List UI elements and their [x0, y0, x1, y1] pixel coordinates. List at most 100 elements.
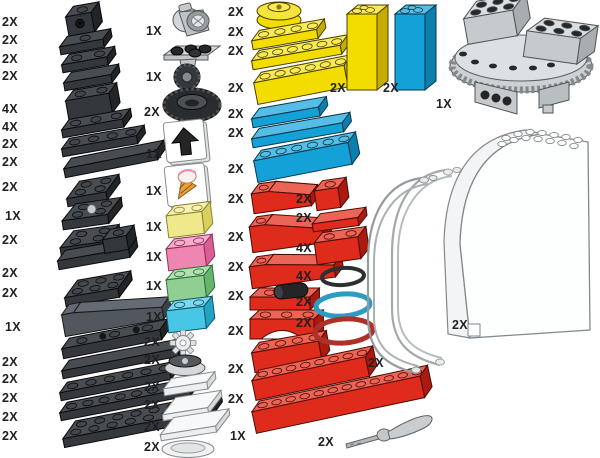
plate-1x2-black [60, 45, 117, 74]
qty-label-pulley-wheel: 2X [144, 353, 160, 367]
curved-panel-white [443, 128, 591, 339]
qty-label-tile-2x2-clear: 2X [144, 398, 160, 412]
qty-label-brick-1x2-trans-green: 1X [146, 279, 162, 293]
tile-1x2-black [62, 62, 121, 92]
brick-1x12-red [250, 364, 433, 434]
brick-tall-yellow [345, 3, 390, 92]
qty-label-plate-1x2-jumper-black: 2X [2, 33, 18, 47]
turntable-assembly-gray [448, 0, 600, 115]
brick-1x2-trans-pink [164, 232, 216, 272]
propeller-gray [345, 415, 433, 449]
brick-1x4-red [250, 329, 331, 374]
qty-label-tile-2x2-clear-large: 2X [144, 420, 160, 434]
qty-label-brick-1x12-red: 1X [230, 429, 246, 443]
qty-label-plate-2x2-corner-black-b: 2X [2, 233, 18, 247]
brick-1x2-red [313, 225, 370, 266]
plate-1x3-black [60, 107, 133, 139]
plate-1x6-yellow [250, 33, 351, 71]
plate-1x2-jumper-black [58, 27, 113, 56]
pulley-wheel [164, 354, 206, 376]
spotlight-lamp-gray [172, 2, 210, 37]
plate-1x4-black [60, 123, 147, 158]
qty-label-plate-1x6-yellow: 2X [228, 44, 244, 58]
curved-rail-arch-clear [366, 166, 462, 375]
qty-label-brick-1x2-black: 4X [2, 102, 18, 116]
dish-round-clear [161, 440, 215, 458]
brick-1x2-trans-yellow [164, 200, 214, 239]
qty-label-knob-wheel-gear-clear: 2X [144, 335, 160, 349]
tire-black [162, 87, 222, 123]
qty-label-brick-1x2-trans-pink: 1X [146, 250, 162, 264]
qty-label-mudguard-roller-red: 2X [228, 289, 244, 303]
plate-2x2-corner-black [65, 173, 121, 208]
qty-label-brick-tall-blue: 2X [383, 81, 399, 95]
qty-label-tile-1x6-black: 2X [2, 155, 18, 169]
brick-1x2-trans-blue [164, 294, 216, 334]
brick-1x6-blue [252, 130, 361, 184]
slope-wedge-dark-gray [60, 295, 172, 338]
qty-label-dish-round-clear: 2X [144, 440, 160, 454]
qty-label-brick-1x8-red: 2X [228, 392, 244, 406]
rubber-band-large-red [312, 316, 376, 346]
qty-label-propeller-gray: 2X [318, 435, 334, 449]
qty-label-brick-1x2-red: 4X [296, 241, 312, 255]
qty-label-plate-2x3-black: 2X [2, 286, 18, 300]
tile-decorated-arrow [162, 118, 211, 166]
mudguard-roller-red [248, 282, 321, 312]
qty-label-brick-1x2-trans-yellow: 1X [146, 220, 162, 234]
qty-label-plate-1x6-holes-black: 2X [2, 355, 18, 369]
brick-1x1-headlight-black [64, 0, 103, 38]
tile-1x6-blue [250, 111, 353, 149]
qty-label-plate-1x3-black: 4X [2, 120, 18, 134]
caster-wheel-assembly [162, 44, 222, 91]
tile-2x2-clear-large [159, 407, 231, 442]
qty-label-slope-wedge-dark-gray: 1X [5, 320, 21, 334]
qty-label-bracket-plate-black: 2X [2, 266, 18, 280]
qty-label-plate-2x2-pin-black: 1X [5, 209, 21, 223]
tile-1x6-black [62, 139, 166, 179]
qty-label-plate-1x4-black: 2X [2, 137, 18, 151]
brick-1x1-red [313, 176, 350, 212]
qty-label-spotlight-lamp-gray: 1X [146, 24, 162, 38]
qty-label-tile-1x2-clear: 2X [144, 380, 160, 394]
tile-1x2-clear [162, 370, 217, 397]
qty-label-tile-1x2-black: 2X [2, 69, 18, 83]
qty-label-tile-1x8-black: 2X [2, 372, 18, 386]
brick-1x2-trans-green [164, 263, 216, 303]
qty-label-plate-1x2-red: 2X [296, 211, 312, 225]
qty-label-plate-1x4-yellow: 2X [228, 25, 244, 39]
rubber-band-small-black [320, 265, 366, 288]
qty-label-slope-2x4-red: 2X [228, 260, 244, 274]
qty-label-slope-2x3-red: 2X [228, 230, 244, 244]
qty-label-tile-decorated-arrow: 1X [146, 147, 162, 161]
qty-label-slope-2x2-red: 2X [228, 192, 244, 206]
plate-1x2-red [311, 206, 368, 233]
qty-label-tile-1x4-blue: 2X [228, 107, 244, 121]
qty-label-brick-tall-yellow: 2X [330, 81, 346, 95]
qty-label-tire-black: 2X [144, 105, 160, 119]
qty-label-curved-panel-white: 2X [452, 318, 468, 332]
qty-label-arch-brick-red: 2X [228, 324, 244, 338]
qty-label-rubber-band-medium-blue: 2X [296, 295, 312, 309]
qty-label-brick-1x2-trans-blue: 1X [146, 310, 162, 324]
qty-label-plate-1x6-black: 2X [2, 391, 18, 405]
qty-label-brick-1x1-red: 2X [296, 192, 312, 206]
qty-label-curved-rail-arch-clear: 2X [368, 356, 384, 370]
rubber-band-medium-blue [313, 291, 373, 319]
knob-wheel-gear-clear [169, 329, 197, 357]
bracket-plate-black [56, 223, 139, 271]
plate-1x4-yellow [250, 17, 327, 51]
brick-1x8-red [250, 344, 378, 401]
plate-1x6-holes-black [60, 317, 170, 360]
qty-label-brick-1x1-headlight-black: 2X [2, 15, 18, 29]
qty-label-plate-1x2-black: 2X [2, 52, 18, 66]
qty-label-plate-2x8-black: 2X [2, 429, 18, 443]
qty-label-brick-1x6-yellow: 2X [228, 81, 244, 95]
qty-label-pulley-round-yellow: 2X [228, 5, 244, 19]
qty-label-plate-2x2-corner-black: 2X [2, 180, 18, 194]
qty-label-rubber-band-large-red: 2X [296, 316, 312, 330]
qty-label-rubber-band-small-black: 4X [296, 269, 312, 283]
qty-label-plate-1x8-black: 2X [2, 410, 18, 424]
